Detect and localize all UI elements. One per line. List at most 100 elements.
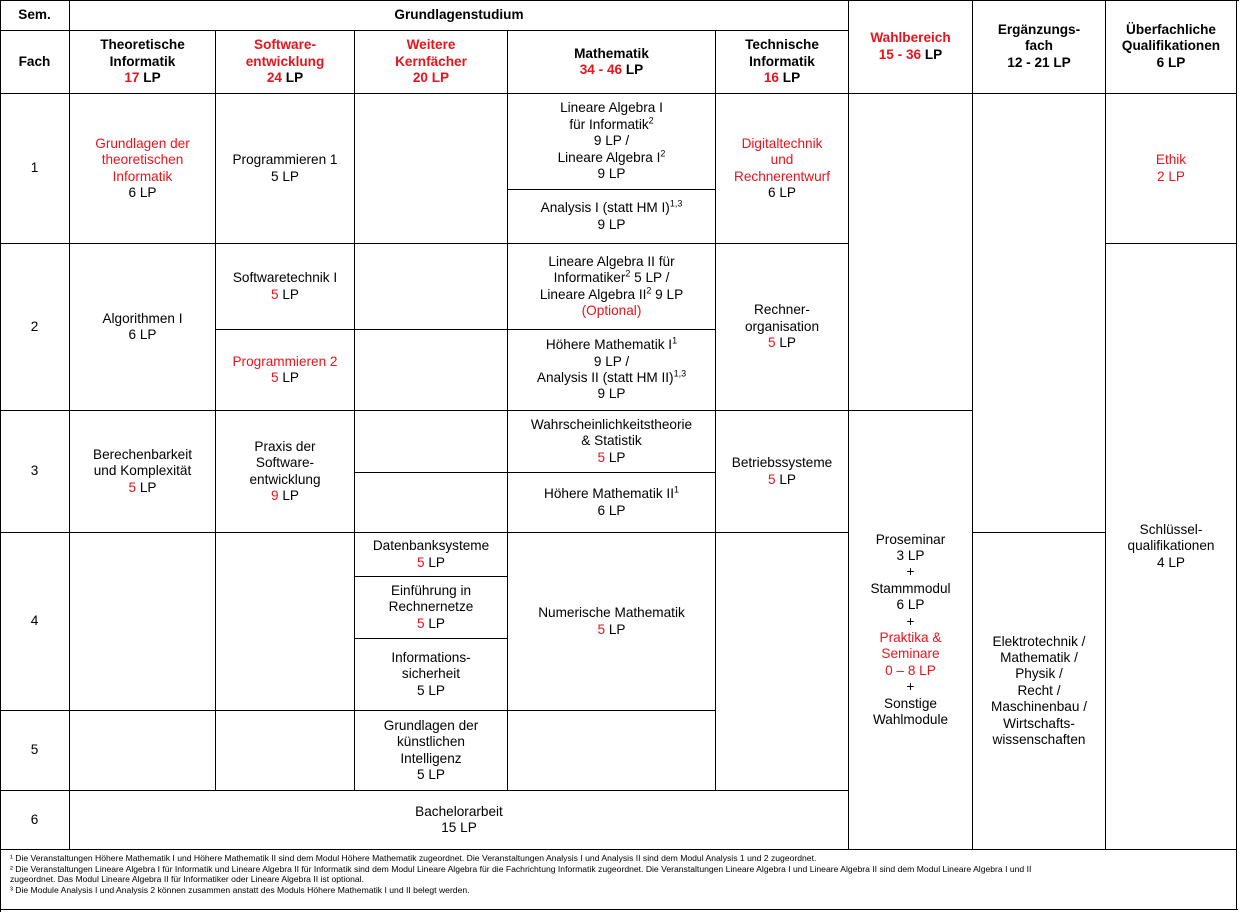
- cell-line: Numerische Mathematik: [538, 605, 685, 621]
- cell-line: 5 LP: [417, 554, 445, 570]
- header-sem: Sem.: [0, 0, 70, 31]
- cell-line: 9 LP: [597, 386, 626, 402]
- cell-line: Lineare Algebra II für: [548, 253, 675, 269]
- module-ergaenzungsfaecher: Elektrotechnik /Mathematik /Physik /Rech…: [973, 533, 1106, 850]
- cell-line: Rechnerentwurf: [734, 168, 830, 184]
- cell-line: 5 LP: [271, 286, 299, 302]
- cell-line: Seminare: [881, 646, 940, 662]
- cell-line: 6 LP: [597, 502, 626, 518]
- footnote-2-continued: zugeordnet. Das Modul Lineare Algebra II…: [10, 874, 364, 885]
- cell-line: Sonstige: [884, 695, 937, 711]
- cell-line: und Komplexität: [93, 463, 192, 479]
- cell-line: 5 LP: [271, 168, 299, 184]
- cell-line: und: [770, 152, 794, 168]
- cell-line: 6 LP: [768, 184, 796, 200]
- cell-line: 4 LP: [1157, 554, 1185, 570]
- empty-cell: [355, 473, 508, 533]
- cell-line: Ethik: [1155, 152, 1187, 168]
- cell-line: Software-: [254, 37, 316, 53]
- cell-line: Elektrotechnik /: [992, 633, 1086, 649]
- cell-line: 34 - 46 LP: [579, 62, 644, 77]
- empty-cell: [716, 533, 849, 791]
- cell-line: Stammmodul: [870, 580, 951, 596]
- cell-line: Analysis II (statt HM II)1,3: [536, 368, 687, 385]
- cell-line: 2 LP: [1157, 168, 1185, 184]
- cell-line: Proseminar: [875, 531, 946, 547]
- cell-line: Algorithmen I: [102, 310, 183, 326]
- empty-cell: [216, 533, 355, 711]
- semester-4: 4: [0, 533, 70, 711]
- semester-2: 2: [0, 244, 70, 411]
- cell-line: theoretischen: [101, 152, 184, 168]
- cell-line: +: [906, 613, 915, 629]
- empty-cell: [508, 711, 716, 791]
- cell-line: Analysis I (statt HM I)1,3: [540, 198, 683, 216]
- cell-line: 5 LP: [417, 682, 445, 698]
- cell-line: 6 LP: [1156, 54, 1186, 70]
- cell-line: organisation: [744, 318, 820, 334]
- cell-line: fach: [1025, 38, 1053, 54]
- cell-line: 12 - 21 LP: [1007, 54, 1071, 70]
- header-grundlagenstudium: Grundlagenstudium: [70, 0, 849, 31]
- cell-line: Wirtschafts-: [1003, 715, 1075, 731]
- cell-line: 5 LP: [417, 766, 445, 782]
- cell-line: +: [906, 679, 915, 695]
- cell-line: für Informatik2: [569, 115, 654, 132]
- cell-line: Software-: [255, 455, 315, 471]
- cell-line: Lineare Algebra I: [560, 100, 663, 116]
- empty-cell: [355, 94, 508, 244]
- cell-line: 5 LP: [597, 449, 626, 465]
- cell-line: Wahlmodule: [872, 712, 949, 728]
- cell-line: Höhere Mathematik I1: [545, 335, 678, 353]
- cell-line: +: [906, 564, 915, 580]
- cell-line: Programmieren 1: [232, 152, 338, 168]
- footnotes: ¹ Die Veranstaltungen Höhere Mathematik …: [10, 853, 1225, 895]
- cell-line: Schlüssel-: [1139, 521, 1203, 537]
- cell-line: Informations-: [391, 649, 471, 665]
- cell-line: Programmieren 2: [232, 353, 338, 369]
- cell-line: Grundlagen der: [95, 135, 190, 151]
- cell-line: entwicklung: [249, 471, 321, 487]
- cell-line: Mathematik /: [1000, 649, 1078, 665]
- empty-cell: [355, 244, 508, 330]
- cell-line: & Statistik: [581, 433, 642, 449]
- cell-line: Recht /: [1017, 682, 1061, 698]
- cell-line: Intelligenz: [400, 750, 462, 766]
- cell-line: Technische: [745, 37, 819, 53]
- cell-line: künstlichen: [396, 734, 465, 750]
- cell-line: 6 LP: [128, 327, 157, 342]
- cell-line: 9 LP /: [593, 353, 630, 369]
- footnote-2: ² Die Veranstaltungen Lineare Algebra I …: [10, 863, 1032, 874]
- cell-line: 6 LP: [896, 597, 925, 613]
- cell-line: Lineare Algebra I2: [557, 148, 666, 165]
- cell-line: Berechenbarkeit: [93, 446, 192, 462]
- cell-line: 6 LP: [128, 184, 157, 200]
- empty-cell: [70, 711, 216, 791]
- cell-line: Bachelorarbeit: [415, 803, 503, 819]
- cell-line: 9 LP: [597, 166, 626, 182]
- footnote-1: ¹ Die Veranstaltungen Höhere Mathematik …: [10, 853, 817, 863]
- cell-line: qualifikationen: [1127, 538, 1215, 554]
- cell-line: 9 LP: [597, 216, 626, 232]
- cell-line: Weitere: [406, 37, 456, 53]
